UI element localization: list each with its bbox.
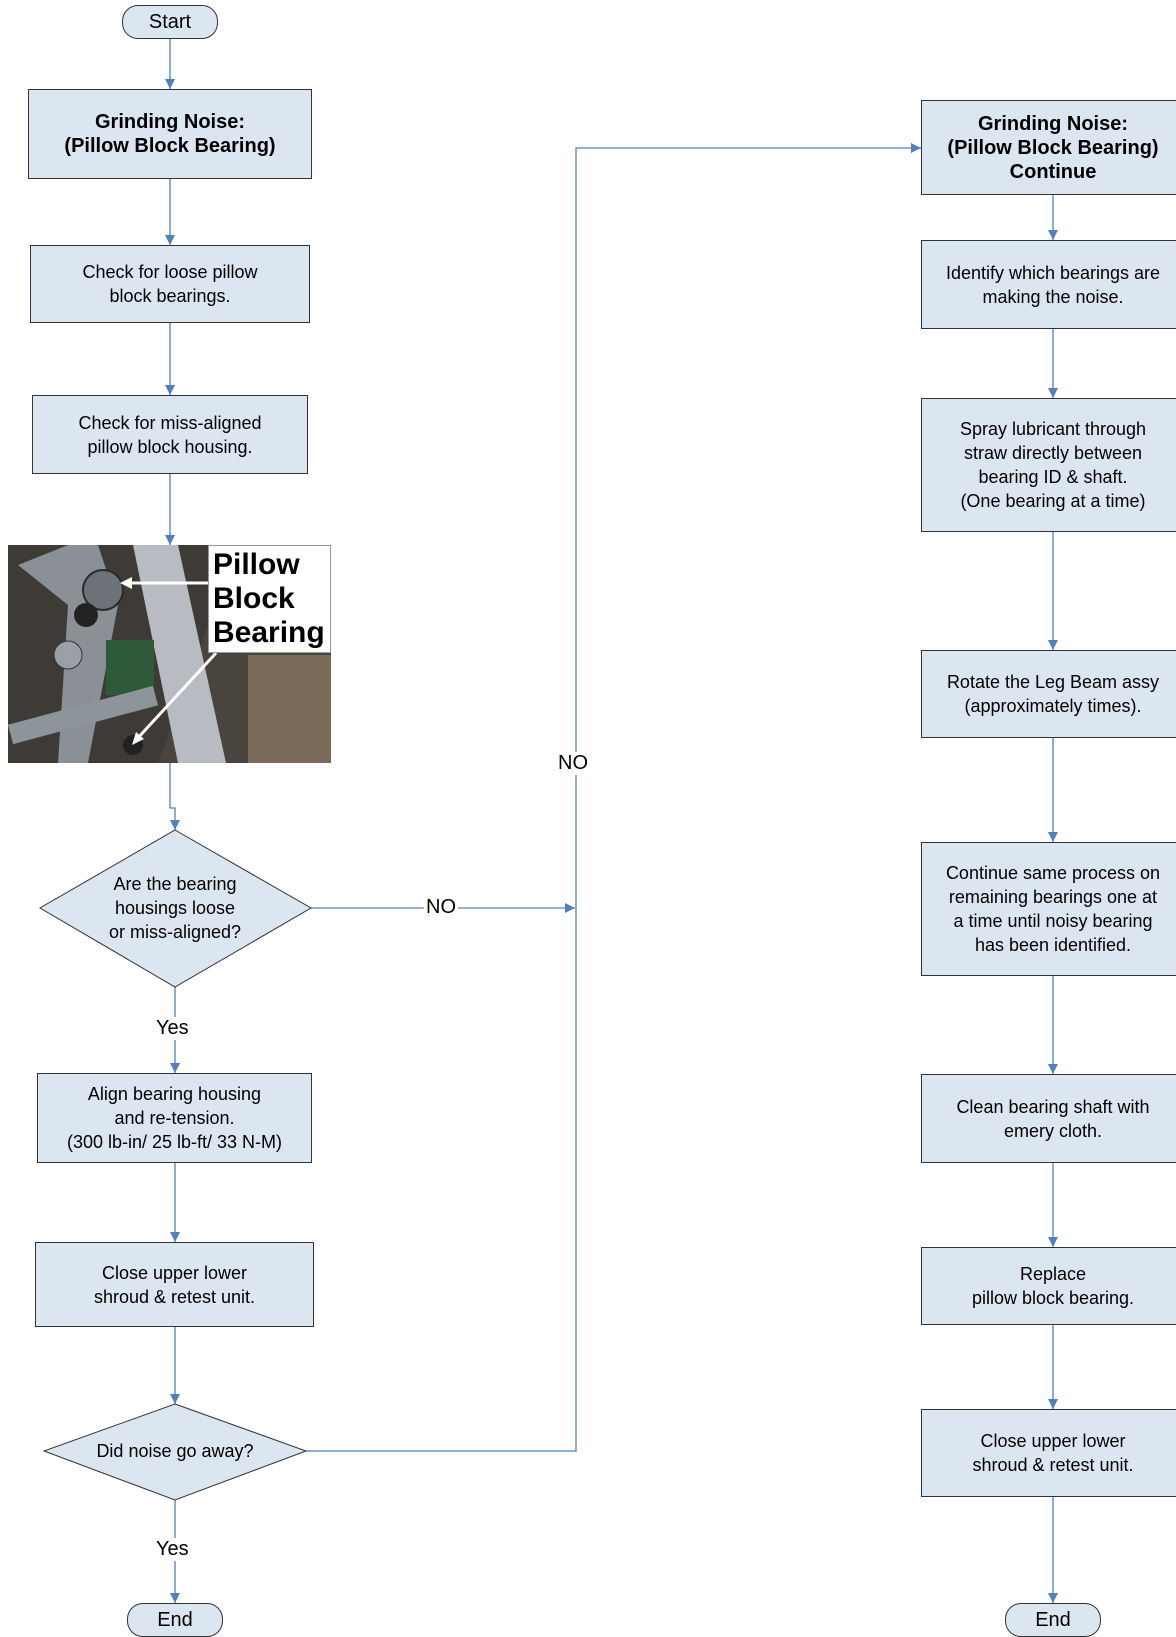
left-step-align-housing: Align bearing housing and re-tension. (3… bbox=[37, 1073, 312, 1163]
right-end-terminal: End bbox=[1005, 1603, 1101, 1637]
left-step-check-loose: Check for loose pillow block bearings. bbox=[30, 245, 310, 323]
arrow-decision2-no bbox=[306, 143, 921, 1452]
right-step-clean-shaft: Clean bearing shaft with emery cloth. bbox=[921, 1074, 1176, 1163]
decision1-no-label: NO bbox=[424, 896, 458, 919]
left-title-box: Grinding Noise: (Pillow Block Bearing) bbox=[28, 89, 312, 179]
right-title-box: Grinding Noise: (Pillow Block Bearing) C… bbox=[921, 100, 1176, 195]
right-step-spray-lubricant: Spray lubricant through straw directly b… bbox=[921, 398, 1176, 532]
photo-callout-label: Pillow Block Bearing bbox=[208, 545, 331, 653]
start-terminal: Start bbox=[122, 5, 218, 39]
decision-noise-text: Did noise go away? bbox=[96, 1441, 254, 1461]
right-step-identify: Identify which bearings are making the n… bbox=[921, 240, 1176, 329]
right-step-rotate-leg-beam: Rotate the Leg Beam assy (approximately … bbox=[921, 650, 1176, 738]
decision-loose-text: Are the bearing housings loose or miss-a… bbox=[108, 874, 242, 942]
decision1-yes-label: Yes bbox=[154, 1017, 191, 1040]
arrow-photo-to-decision1 bbox=[169, 763, 180, 830]
left-end-terminal: End bbox=[127, 1603, 223, 1637]
pillow-block-bearing-photo: Pillow Block Bearing bbox=[8, 545, 331, 763]
loop-no-label: NO bbox=[556, 752, 590, 775]
decision2-yes-label: Yes bbox=[154, 1538, 191, 1561]
bearing-illustration bbox=[8, 545, 331, 763]
right-step-continue-process: Continue same process on remaining beari… bbox=[921, 842, 1176, 976]
right-step-close-shroud: Close upper lower shroud & retest unit. bbox=[921, 1409, 1176, 1497]
decision-diamond-loose bbox=[39, 829, 313, 988]
right-step-replace-bearing: Replace pillow block bearing. bbox=[921, 1247, 1176, 1325]
decision-diamond-noise bbox=[42, 1403, 308, 1501]
left-step-check-misaligned: Check for miss-aligned pillow block hous… bbox=[32, 395, 308, 474]
left-step-close-shroud: Close upper lower shroud & retest unit. bbox=[35, 1242, 314, 1327]
